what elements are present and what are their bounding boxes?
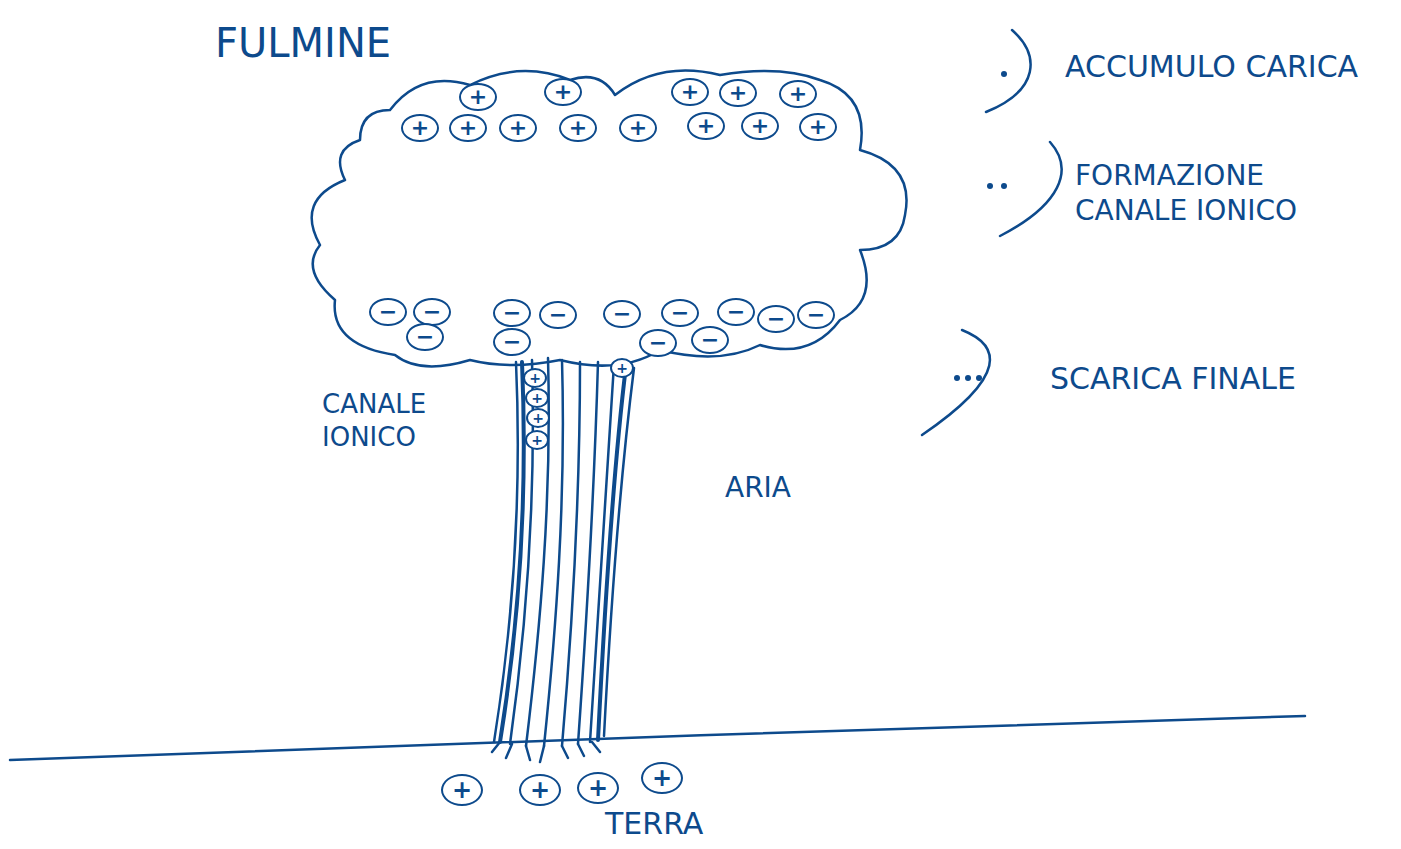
charge-circle: + (401, 114, 439, 142)
charge-circle: − (661, 299, 699, 327)
charge-circle: − (639, 329, 677, 357)
charge-circle: + (719, 79, 757, 107)
charge-circle: − (493, 299, 531, 327)
charge-sign: − (503, 302, 521, 324)
ionic-channel (492, 358, 634, 762)
charge-circle: − (691, 326, 729, 354)
charge-sign: + (532, 411, 544, 425)
charge-circle: + (577, 772, 619, 804)
step-label: FORMAZIONE CANALE IONICO (1075, 158, 1365, 228)
list-markers (922, 30, 1062, 435)
charge-circle: + (499, 114, 537, 142)
charge-sign: + (569, 117, 587, 139)
charge-circle: − (757, 305, 795, 333)
charge-sign: + (411, 117, 429, 139)
charge-sign: + (588, 776, 608, 800)
charge-sign: − (701, 329, 719, 351)
charge-sign: + (509, 117, 527, 139)
list-dots (954, 71, 1007, 381)
charge-circle: − (413, 298, 451, 326)
charge-sign: + (469, 86, 487, 108)
charge-sign: + (616, 361, 628, 375)
charge-sign: + (697, 115, 715, 137)
charge-sign: − (671, 302, 689, 324)
charge-circle: + (779, 80, 817, 108)
charge-sign: + (652, 766, 672, 790)
charge-sign: + (531, 391, 543, 405)
diagram-title: FULMINE (215, 18, 391, 68)
charge-circle: − (493, 328, 531, 356)
charge-circle: + (526, 408, 550, 428)
charge-sign: + (629, 117, 647, 139)
charge-circle: − (406, 323, 444, 351)
charge-sign: + (809, 116, 827, 138)
charge-circle: − (603, 300, 641, 328)
charge-circle: + (619, 114, 657, 142)
charge-circle: + (441, 774, 483, 806)
charge-circle: − (369, 298, 407, 326)
charge-sign: + (530, 778, 550, 802)
charge-circle: + (799, 113, 837, 141)
charge-circle: + (459, 83, 497, 111)
charge-circle: + (544, 78, 582, 106)
charge-circle: + (741, 112, 779, 140)
charge-sign: − (767, 308, 785, 330)
step-label: ACCUMULO CARICA (1065, 48, 1358, 86)
charge-circle: + (525, 430, 549, 450)
ground-line (10, 716, 1305, 760)
charge-sign: − (727, 301, 745, 323)
charge-circle: + (519, 774, 561, 806)
charge-circle: − (717, 298, 755, 326)
charge-sign: − (416, 326, 434, 348)
charge-circle: − (797, 301, 835, 329)
charge-sign: − (379, 301, 397, 323)
charge-sign: + (751, 115, 769, 137)
charge-sign: − (549, 304, 567, 326)
cloud-outline (312, 71, 907, 367)
charge-circle: + (671, 78, 709, 106)
charge-circle: + (523, 368, 547, 388)
charge-sign: − (807, 304, 825, 326)
region-label: ARIA (725, 470, 791, 505)
step-label: SCARICA FINALE (1050, 360, 1296, 398)
charge-sign: + (789, 83, 807, 105)
charge-sign: + (529, 371, 541, 385)
charge-circle: + (687, 112, 725, 140)
charge-sign: + (729, 82, 747, 104)
charge-sign: − (423, 301, 441, 323)
charge-sign: + (681, 81, 699, 103)
charge-sign: + (554, 81, 572, 103)
charge-circle: + (525, 388, 549, 408)
charge-circle: − (539, 301, 577, 329)
charge-sign: − (649, 332, 667, 354)
region-label: TERRA (605, 805, 703, 843)
charge-sign: + (531, 433, 543, 447)
charge-circle: + (559, 114, 597, 142)
part-label: CANALE IONICO (322, 388, 482, 453)
charge-circle: + (449, 114, 487, 142)
charge-circle: + (641, 762, 683, 794)
charge-sign: − (613, 303, 631, 325)
charge-circle: + (610, 358, 634, 378)
charge-sign: − (503, 331, 521, 353)
charge-sign: + (459, 117, 477, 139)
charge-sign: + (452, 778, 472, 802)
